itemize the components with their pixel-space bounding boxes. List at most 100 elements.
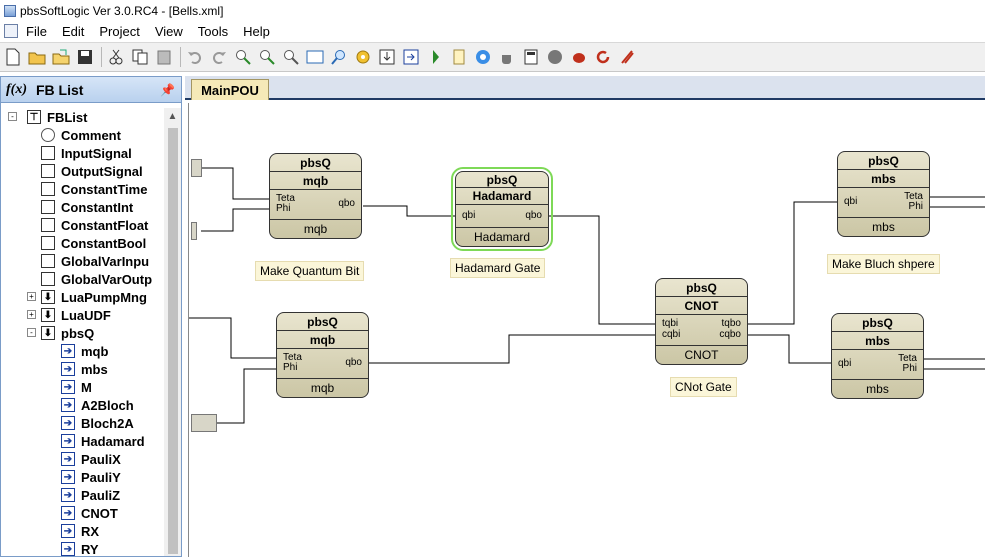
pin-qbo[interactable]: qbo bbox=[338, 198, 355, 209]
tree-item[interactable]: ConstantTime bbox=[41, 180, 147, 198]
bug-icon[interactable] bbox=[568, 47, 589, 68]
tree-item[interactable]: ➔CNOT bbox=[61, 504, 118, 522]
tree-item[interactable]: ConstantBool bbox=[41, 234, 146, 252]
tree-item[interactable]: ⬇LuaUDF bbox=[41, 306, 111, 324]
coffee-icon[interactable] bbox=[496, 47, 517, 68]
document-window-icon[interactable] bbox=[4, 24, 18, 38]
tree-item[interactable]: ⬇pbsQ bbox=[41, 324, 94, 342]
tree-item[interactable]: InputSignal bbox=[41, 144, 132, 162]
undo-icon[interactable] bbox=[184, 47, 205, 68]
compile-icon[interactable] bbox=[448, 47, 469, 68]
zoom-out-icon[interactable] bbox=[256, 47, 277, 68]
fb-block-mbs[interactable]: pbsQ mbs qbi Teta Phi mbs bbox=[837, 151, 930, 237]
pin-qbi[interactable]: qbi bbox=[462, 210, 476, 221]
save-icon[interactable] bbox=[74, 47, 95, 68]
run-icon[interactable] bbox=[424, 47, 445, 68]
fb-block-hadamard[interactable]: pbsQ Hadamard qbi qbo Hadamard bbox=[451, 167, 553, 251]
clear-icon[interactable] bbox=[616, 47, 637, 68]
rectangle-icon[interactable] bbox=[304, 47, 325, 68]
pin-tqbi[interactable]: tqbi bbox=[662, 318, 679, 329]
tree-item-label: RX bbox=[81, 523, 100, 539]
fb-block-cnot[interactable]: pbsQ CNOT tqbi cqbi tqbo cqbo CNOT bbox=[655, 278, 748, 365]
comment-hadamard-gate[interactable]: Hadamard Gate bbox=[450, 258, 546, 278]
pin-qbo[interactable]: qbo bbox=[345, 357, 362, 368]
tree-expander-icon[interactable]: + bbox=[27, 292, 36, 301]
pin-qbi[interactable]: qbi bbox=[844, 196, 858, 207]
tree-item[interactable]: ➔Bloch2A bbox=[61, 414, 134, 432]
pin-teta[interactable]: Teta bbox=[283, 352, 302, 363]
tab-mainpou[interactable]: MainPOU bbox=[191, 79, 269, 100]
network-icon[interactable] bbox=[472, 47, 493, 68]
scroll-up-icon[interactable]: ▲ bbox=[167, 111, 178, 122]
tree-item[interactable]: ➔RY bbox=[61, 540, 99, 556]
zoom-icon[interactable] bbox=[280, 47, 301, 68]
menu-tools[interactable]: Tools bbox=[197, 23, 229, 39]
tree-item[interactable]: OutputSignal bbox=[41, 162, 143, 180]
vertical-scrollbar[interactable]: ▲ bbox=[164, 108, 181, 556]
menu-view[interactable]: View bbox=[154, 23, 183, 39]
stop-icon[interactable] bbox=[544, 47, 565, 68]
copy-icon[interactable] bbox=[129, 47, 150, 68]
redo-icon[interactable] bbox=[208, 47, 229, 68]
comment-cnot-gate[interactable]: CNot Gate bbox=[670, 377, 737, 397]
download-icon[interactable] bbox=[376, 47, 397, 68]
pin-phi[interactable]: Phi bbox=[283, 362, 298, 373]
reload-icon[interactable] bbox=[592, 47, 613, 68]
pin-qbi[interactable]: qbi bbox=[838, 358, 852, 369]
tree-item[interactable]: Comment bbox=[41, 126, 121, 144]
tree-expander-icon[interactable]: - bbox=[8, 112, 17, 121]
menu-help[interactable]: Help bbox=[243, 23, 270, 39]
menu-file[interactable]: File bbox=[26, 23, 47, 39]
open-icon[interactable] bbox=[26, 47, 47, 68]
pin-phi[interactable]: Phi bbox=[908, 201, 923, 212]
find-icon[interactable] bbox=[328, 47, 349, 68]
tree-expander-icon[interactable]: + bbox=[27, 310, 36, 319]
calc-icon[interactable] bbox=[520, 47, 541, 68]
new-icon[interactable] bbox=[2, 47, 23, 68]
paste-icon[interactable] bbox=[153, 47, 174, 68]
tree-item[interactable]: ⬇LuaPumpMng bbox=[41, 288, 147, 306]
tree-item[interactable]: ⊤FBList bbox=[27, 108, 87, 126]
input-variable-box[interactable] bbox=[191, 414, 217, 432]
cut-icon[interactable] bbox=[105, 47, 126, 68]
input-variable-box[interactable] bbox=[191, 159, 202, 177]
menu-project[interactable]: Project bbox=[99, 23, 140, 39]
pin-tqbo[interactable]: tqbo bbox=[721, 318, 741, 329]
pin-qbo[interactable]: qbo bbox=[525, 210, 542, 221]
pin-phi[interactable]: Phi bbox=[902, 363, 917, 374]
comment-make-quantum-bit[interactable]: Make Quantum Bit bbox=[255, 261, 365, 281]
input-variable-box[interactable] bbox=[191, 222, 197, 240]
fb-block-mbs[interactable]: pbsQ mbs qbi Teta Phi mbs bbox=[831, 313, 924, 399]
zoom-in-icon[interactable] bbox=[232, 47, 253, 68]
tree-item[interactable]: ConstantInt bbox=[41, 198, 133, 216]
tree-item[interactable]: ➔mbs bbox=[61, 360, 108, 378]
tree-item[interactable]: ➔mqb bbox=[61, 342, 108, 360]
comment-make-bloch-sphere[interactable]: Make Bluch shpere bbox=[827, 254, 940, 274]
pin-teta[interactable]: Teta bbox=[898, 353, 917, 364]
diagram-canvas[interactable]: pbsQ mqb Teta Phi qbo mqb pbsQ Hadamard … bbox=[188, 103, 985, 557]
tree-item[interactable]: GlobalVarInpu bbox=[41, 252, 149, 270]
settings-icon[interactable] bbox=[352, 47, 373, 68]
tree-item[interactable]: ➔A2Bloch bbox=[61, 396, 134, 414]
tree-item[interactable]: GlobalVarOutp bbox=[41, 270, 152, 288]
scroll-thumb[interactable] bbox=[168, 128, 178, 554]
pin-cqbo[interactable]: cqbo bbox=[719, 329, 741, 340]
tree-item[interactable]: ConstantFloat bbox=[41, 216, 148, 234]
pin-phi[interactable]: Phi bbox=[276, 203, 291, 214]
open-folder-icon[interactable] bbox=[50, 47, 71, 68]
tree-expander-icon[interactable]: - bbox=[27, 328, 36, 337]
tree-item[interactable]: ➔PauliZ bbox=[61, 486, 120, 504]
tree-item[interactable]: ➔PauliY bbox=[61, 468, 121, 486]
tree-item[interactable]: ➔PauliX bbox=[61, 450, 121, 468]
tree-item[interactable]: ➔Hadamard bbox=[61, 432, 145, 450]
tree-item[interactable]: ➔RX bbox=[61, 522, 99, 540]
fb-block-mqb[interactable]: pbsQ mqb Teta Phi qbo mqb bbox=[269, 153, 362, 239]
pin-icon[interactable]: 📌 bbox=[160, 83, 175, 97]
menu-edit[interactable]: Edit bbox=[61, 23, 85, 39]
fb-block-mqb[interactable]: pbsQ mqb Teta Phi qbo mqb bbox=[276, 312, 369, 398]
pin-teta[interactable]: Teta bbox=[904, 191, 923, 202]
pin-teta[interactable]: Teta bbox=[276, 193, 295, 204]
pin-cqbi[interactable]: cqbi bbox=[662, 329, 681, 340]
step-icon[interactable] bbox=[400, 47, 421, 68]
tree-item[interactable]: ➔M bbox=[61, 378, 92, 396]
